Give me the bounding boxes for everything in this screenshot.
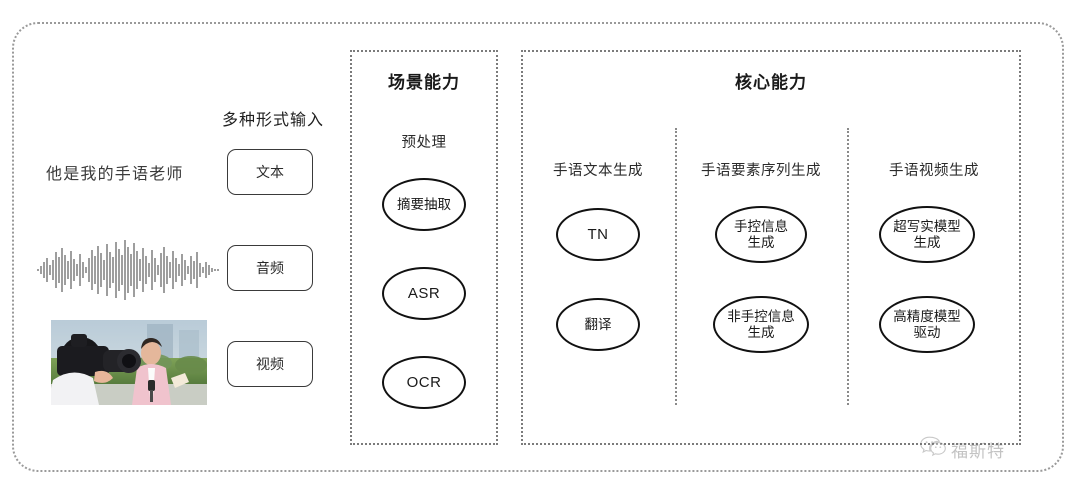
mode-button-text-label: 文本	[256, 164, 284, 180]
video-thumbnail-svg	[51, 320, 207, 405]
audio-waveform-icon	[36, 238, 222, 302]
mode-button-video-label: 视频	[256, 356, 284, 372]
core-node-tn[interactable]: TN	[556, 208, 640, 261]
waveform-svg	[37, 240, 219, 300]
core-node-highprecision-model-driving[interactable]: 高精度模型 驱动	[879, 296, 975, 353]
scene-node-asr[interactable]: ASR	[382, 267, 466, 320]
core-node-translation-label: 翻译	[584, 316, 612, 332]
core-node-nonmanual-info-generation[interactable]: 非手控信息 生成	[713, 296, 809, 353]
core-node-hyperreal-model-generation[interactable]: 超写实模型 生成	[879, 206, 975, 263]
watermark-text: 福斯特	[951, 441, 1005, 461]
wechat-icon	[920, 436, 946, 462]
core-column-1-heading: 手语文本生成	[553, 163, 643, 179]
wechat-icon-svg	[920, 436, 946, 457]
core-column-2-heading: 手语要素序列生成	[701, 163, 821, 179]
scene-node-ocr-label: OCR	[406, 373, 442, 391]
scene-capability-panel	[350, 50, 498, 445]
core-node-manual-info-generation[interactable]: 手控信息 生成	[715, 206, 807, 263]
scene-node-summary-extraction[interactable]: 摘要抽取	[382, 178, 466, 231]
video-thumbnail-image	[51, 320, 207, 405]
core-node-tn-label: TN	[587, 225, 609, 243]
outer-frame	[12, 22, 1064, 472]
scene-capability-title: 场景能力	[388, 73, 460, 92]
scene-node-summary-extraction-label: 摘要抽取	[397, 196, 451, 212]
scene-node-ocr[interactable]: OCR	[382, 356, 466, 409]
core-node-manual-info-generation-label: 手控信息 生成	[734, 218, 788, 250]
input-section-label: 多种形式输入	[222, 112, 325, 129]
scene-preprocess-heading: 预处理	[401, 135, 447, 151]
mode-button-audio[interactable]: 音频	[227, 245, 313, 291]
core-node-highprecision-model-driving-label: 高精度模型 驱动	[893, 308, 961, 340]
scene-node-asr-label: ASR	[407, 284, 441, 302]
core-capability-panel	[521, 50, 1021, 445]
mode-button-video[interactable]: 视频	[227, 341, 313, 387]
core-column-divider-1	[675, 128, 677, 405]
watermark: 福斯特	[920, 436, 1005, 462]
mode-button-text[interactable]: 文本	[227, 149, 313, 195]
core-column-divider-2	[847, 128, 849, 405]
core-node-hyperreal-model-generation-label: 超写实模型 生成	[893, 218, 961, 250]
text-sample-value: 他是我的手语老师	[46, 166, 184, 183]
core-column-3-heading: 手语视频生成	[889, 163, 979, 179]
core-node-nonmanual-info-generation-label: 非手控信息 生成	[727, 308, 795, 340]
mode-button-audio-label: 音频	[256, 260, 284, 276]
core-capability-title: 核心能力	[735, 73, 807, 92]
core-node-translation[interactable]: 翻译	[556, 298, 640, 351]
